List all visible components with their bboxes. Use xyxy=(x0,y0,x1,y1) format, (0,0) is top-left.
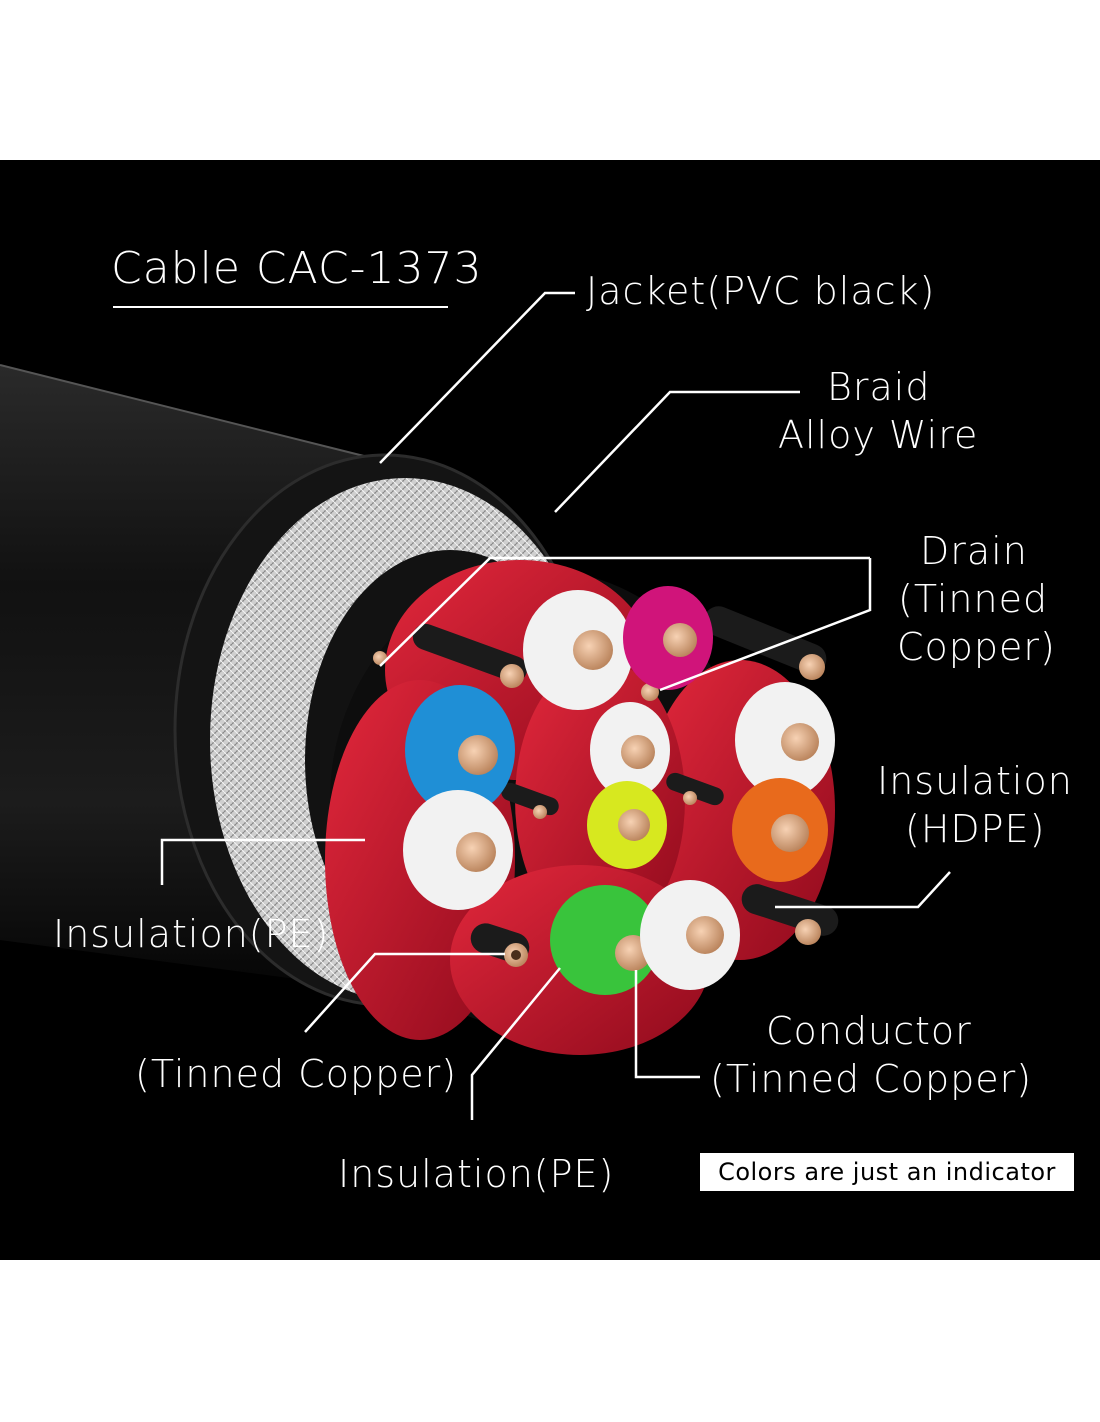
label-braid-line1: Braid xyxy=(827,365,931,409)
conductor-white-bottom xyxy=(640,880,740,990)
label-braid-line2: Alloy Wire xyxy=(778,413,979,457)
conductor-magenta xyxy=(623,586,713,690)
conductor-white-left xyxy=(403,790,513,910)
cable-cross-section-illustration xyxy=(0,291,951,1120)
conductor-white-center xyxy=(590,702,670,798)
diagram-title: Cable CAC-1373 xyxy=(111,243,483,294)
label-insulation-hdpe-line1: Insulation xyxy=(877,759,1073,803)
label-conductor-line2: (Tinned Copper) xyxy=(710,1057,1033,1101)
title-underline xyxy=(113,306,448,308)
label-insulation-pe-bottom: Insulation(PE) xyxy=(338,1152,615,1196)
conductor-yellow xyxy=(587,781,667,869)
label-insulation-pe-left: Insulation(PE) xyxy=(53,912,330,956)
label-insulation-hdpe-line2: (HDPE) xyxy=(905,807,1046,851)
label-tinned-copper-left: (Tinned Copper) xyxy=(135,1052,458,1096)
label-drain-line1: Drain xyxy=(920,529,1028,573)
label-drain-line2: (Tinned xyxy=(898,577,1049,621)
label-conductor-line1: Conductor xyxy=(766,1009,972,1053)
leader-lines xyxy=(160,291,951,1120)
conductor-white-right xyxy=(735,682,835,798)
drain-wires xyxy=(373,606,839,967)
label-jacket: Jacket(PVC black) xyxy=(586,269,936,313)
label-drain-line3: Copper) xyxy=(897,625,1056,669)
conductor-blue xyxy=(405,685,515,815)
conductor-orange xyxy=(732,778,828,882)
conductor-white-top xyxy=(523,590,633,710)
cable-diagram-panel: Cable CAC-1373 Jacket(PVC black) Braid A… xyxy=(0,160,1100,1260)
colors-disclaimer-note: Colors are just an indicator xyxy=(700,1153,1074,1191)
